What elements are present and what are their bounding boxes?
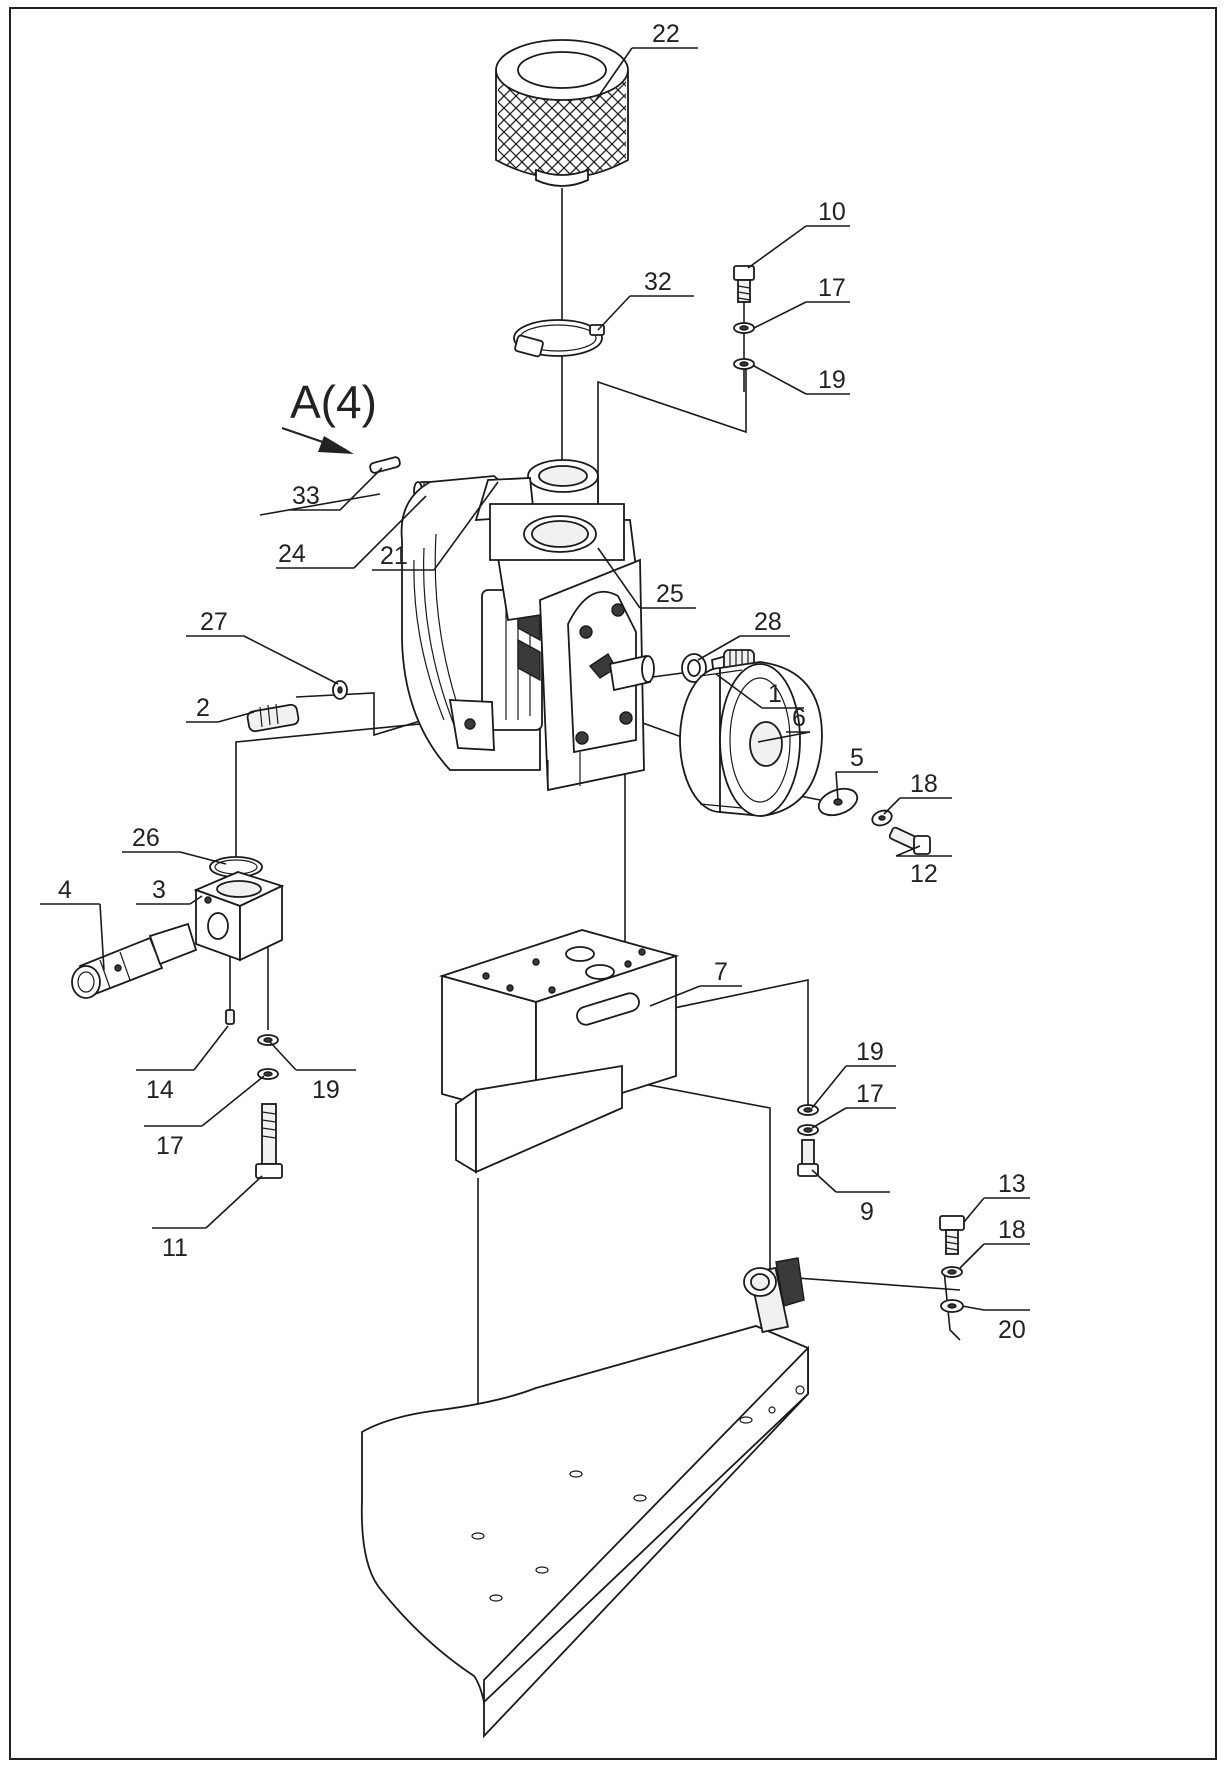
air-filter-22 bbox=[495, 39, 629, 187]
callout-6: 6 bbox=[792, 704, 806, 732]
washer-27 bbox=[332, 680, 348, 700]
washer-5 bbox=[817, 787, 859, 817]
callout-4: 4 bbox=[58, 876, 72, 904]
callout-labels: 22 10 32 17 19 33 24 25 21 27 28 1 2 6 5… bbox=[58, 20, 1026, 1344]
compressor-block-21 bbox=[400, 475, 655, 792]
washer-17-top bbox=[733, 322, 755, 334]
callout-33: 33 bbox=[292, 482, 320, 510]
washer-28 bbox=[681, 653, 707, 683]
washer-19-top bbox=[733, 358, 755, 370]
washer-20 bbox=[940, 1299, 964, 1313]
callout-7: 7 bbox=[714, 958, 728, 986]
silencer-4 bbox=[71, 922, 198, 999]
callout-27: 27 bbox=[200, 608, 228, 636]
callout-24: 24 bbox=[278, 540, 306, 568]
callout-17-top: 17 bbox=[818, 274, 846, 302]
callout-10: 10 bbox=[818, 198, 846, 226]
washer-19-right bbox=[797, 1104, 819, 1116]
washer-18-bottom bbox=[941, 1266, 963, 1278]
callout-17-right: 17 bbox=[856, 1080, 884, 1108]
pin-33 bbox=[369, 456, 401, 474]
callout-11: 11 bbox=[162, 1234, 188, 1262]
adapter-block-3 bbox=[193, 871, 285, 962]
callout-2: 2 bbox=[196, 694, 210, 722]
washer-19-left bbox=[257, 1034, 279, 1046]
callout-14: 14 bbox=[146, 1076, 174, 1104]
washer-17-right bbox=[797, 1124, 819, 1136]
callout-3: 3 bbox=[152, 876, 166, 904]
callout-leaders bbox=[40, 47, 1030, 1311]
callout-13: 13 bbox=[998, 1170, 1026, 1198]
callout-12: 12 bbox=[910, 860, 938, 888]
base-plate bbox=[360, 1257, 809, 1739]
callout-1: 1 bbox=[768, 680, 782, 708]
bolt-9 bbox=[797, 1139, 819, 1177]
mounting-bracket-7 bbox=[438, 929, 680, 1174]
view-label: A(4) bbox=[290, 376, 377, 428]
o-ring-26 bbox=[209, 856, 263, 878]
callout-20: 20 bbox=[998, 1316, 1026, 1344]
fitting-2 bbox=[246, 703, 300, 733]
washer-18-mid bbox=[871, 809, 893, 827]
bolt-12 bbox=[888, 826, 931, 855]
callout-21: 21 bbox=[380, 542, 408, 570]
callout-17-left: 17 bbox=[156, 1132, 184, 1160]
callout-19-right: 19 bbox=[856, 1038, 884, 1066]
callout-22: 22 bbox=[652, 20, 680, 48]
pulley-6 bbox=[679, 661, 823, 817]
callout-9: 9 bbox=[860, 1198, 874, 1226]
callout-25: 25 bbox=[656, 580, 684, 608]
bolt-13 bbox=[939, 1215, 965, 1255]
callout-18-bottom: 18 bbox=[998, 1216, 1026, 1244]
callout-18-mid: 18 bbox=[910, 770, 938, 798]
callout-19-left: 19 bbox=[312, 1076, 340, 1104]
bolt-11 bbox=[255, 1103, 283, 1179]
screw-14 bbox=[225, 1009, 235, 1025]
callout-32: 32 bbox=[644, 268, 672, 296]
callout-26: 26 bbox=[132, 824, 160, 852]
callout-5: 5 bbox=[850, 744, 864, 772]
callout-19-top: 19 bbox=[818, 366, 846, 394]
view-arrow bbox=[281, 426, 354, 454]
callout-28: 28 bbox=[754, 608, 782, 636]
bolt-10-top bbox=[733, 265, 755, 303]
